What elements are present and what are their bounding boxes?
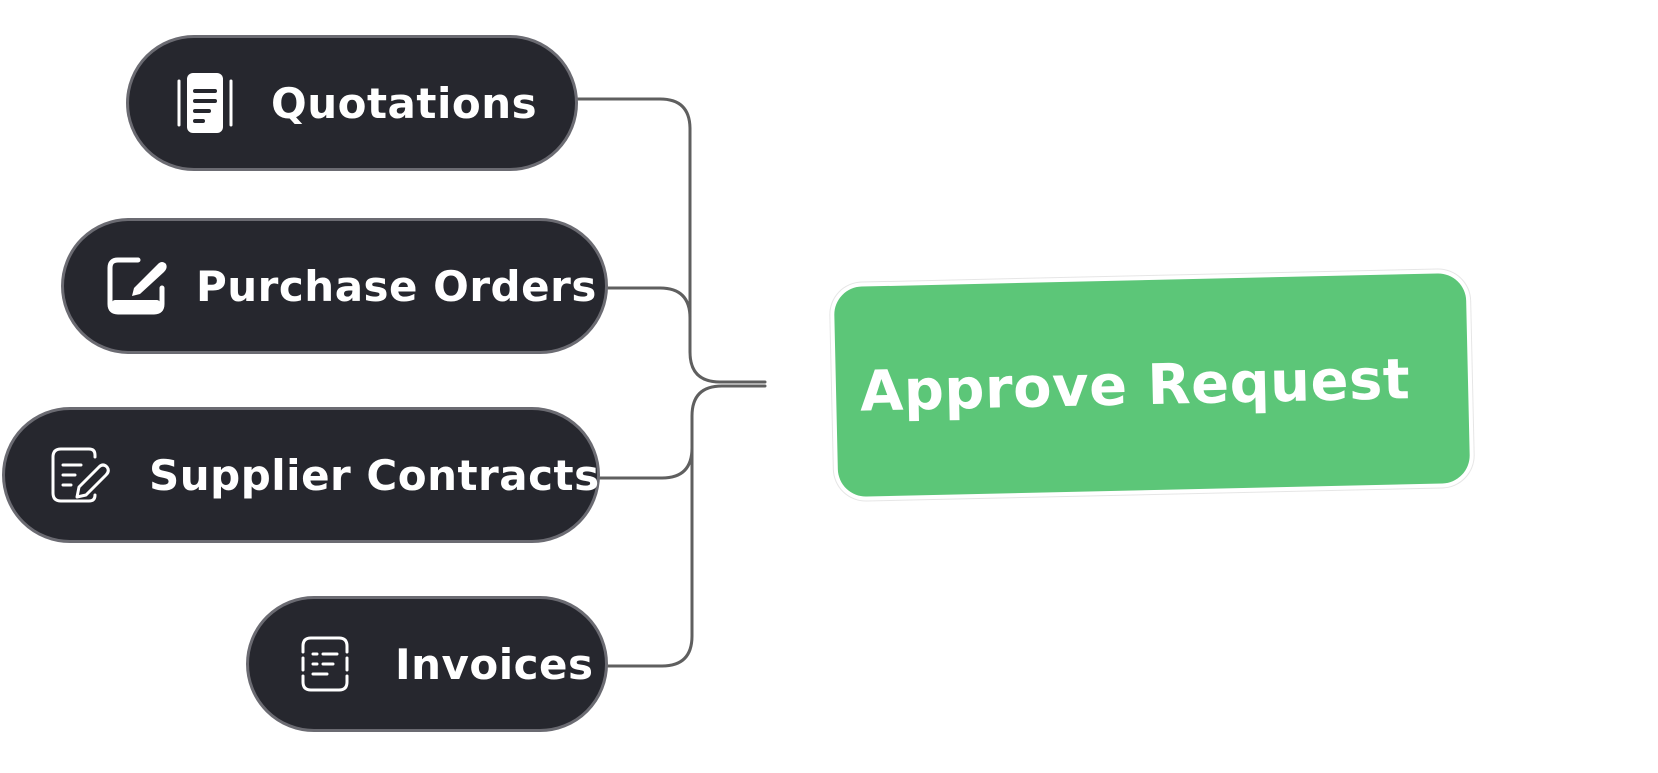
connector-supplier-contracts [598,384,767,480]
connector-invoices [606,418,694,668]
node-label: Quotations [271,78,538,128]
connector-quotations [576,97,767,384]
node-invoices[interactable]: Invoices [246,596,608,732]
connector-purchase-orders [606,286,692,320]
node-label: Supplier Contracts [149,450,600,500]
node-label: Invoices [395,639,594,689]
approve-request-node[interactable]: Approve Request [833,272,1471,498]
edit-square-icon [104,254,168,318]
node-label: Purchase Orders [196,261,597,311]
approve-request-button[interactable]: Approve Request [833,272,1471,498]
approve-request-label: Approve Request [859,346,1411,425]
node-supplier-contracts[interactable]: Supplier Contracts [2,407,600,543]
document-lines-icon [173,71,237,135]
list-frame-icon [293,632,357,696]
note-edit-icon [47,443,111,507]
node-purchase-orders[interactable]: Purchase Orders [61,218,608,354]
node-quotations[interactable]: Quotations [126,35,578,171]
